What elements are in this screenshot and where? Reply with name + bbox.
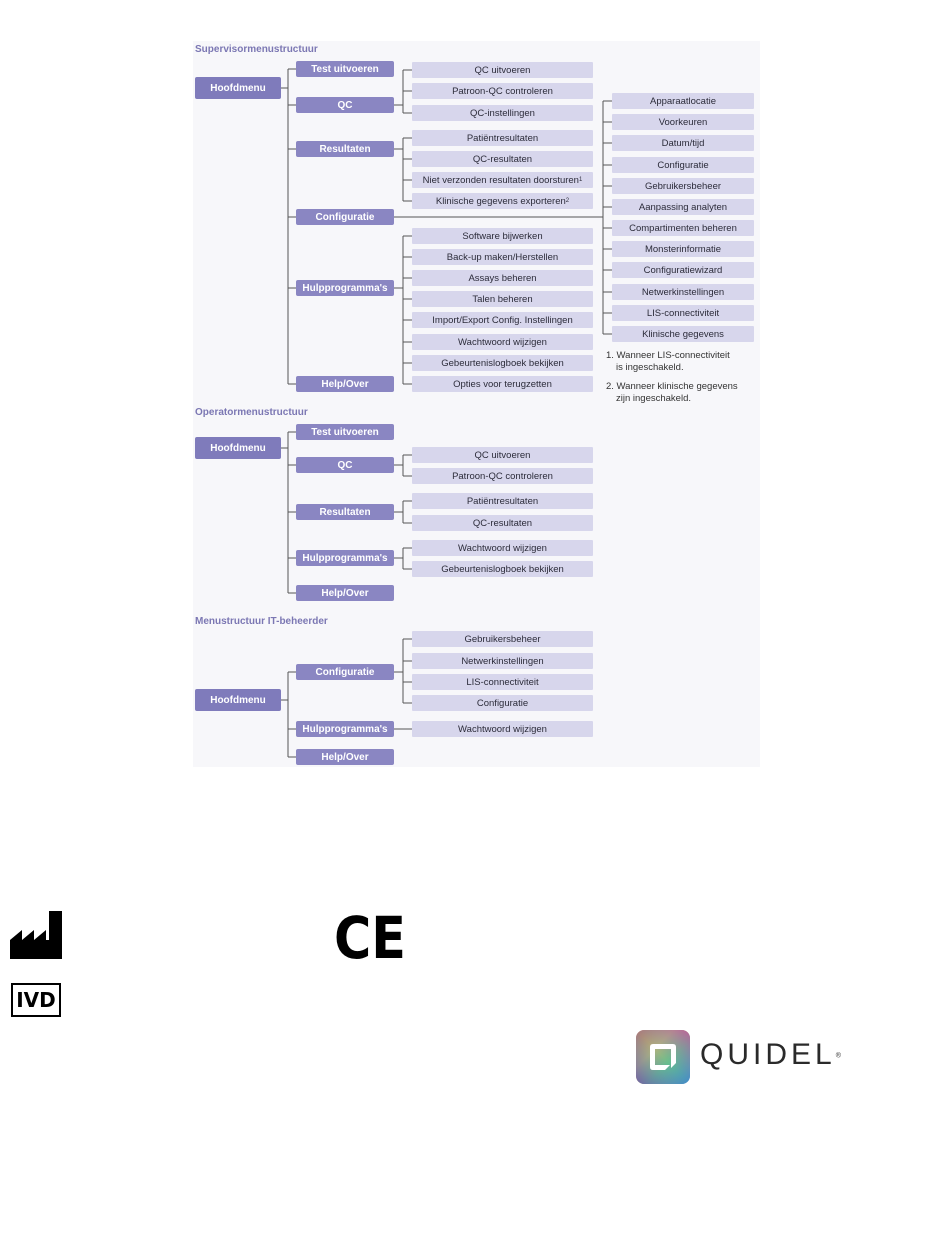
- supervisor-results-item: QC-resultaten: [412, 151, 593, 167]
- supervisor-title: Supervisormenustructuur: [195, 44, 318, 55]
- ivd-symbol: IVD: [11, 983, 61, 1017]
- supervisor-config-item: Klinische gegevens: [612, 326, 754, 342]
- supervisor-config-item: Configuratie: [612, 157, 754, 173]
- supervisor-config-item: LIS-connectiviteit: [612, 305, 754, 321]
- it-admin-title: Menustructuur IT-beheerder: [195, 616, 328, 627]
- operator-qc-item: Patroon-QC controleren: [412, 468, 593, 484]
- operator-branch-results: Resultaten: [296, 504, 394, 520]
- operator-branch-help: Help/Over: [296, 585, 394, 601]
- operator-title: Operatormenustructuur: [195, 407, 308, 418]
- footnote-1: 1. Wanneer LIS-connectiviteit is ingesch…: [606, 350, 730, 373]
- supervisor-qc-item: Patroon-QC controleren: [412, 83, 593, 99]
- it-admin-branch-config: Configuratie: [296, 664, 394, 680]
- operator-utilities-item: Wachtwoord wijzigen: [412, 540, 593, 556]
- supervisor-utilities-item: Gebeurtenislogboek bekijken: [412, 355, 593, 371]
- supervisor-config-item: Apparaatlocatie: [612, 93, 754, 109]
- operator-results-item: Patiëntresultaten: [412, 493, 593, 509]
- operator-utilities-item: Gebeurtenislogboek bekijken: [412, 561, 593, 577]
- ce-mark-icon: CE: [334, 910, 406, 963]
- supervisor-config-item: Datum/tijd: [612, 135, 754, 151]
- supervisor-qc-item: QC uitvoeren: [412, 62, 593, 78]
- supervisor-config-item: Compartimenten beheren: [612, 220, 754, 236]
- it-admin-branch-utilities: Hulpprogramma's: [296, 721, 394, 737]
- operator-root-hoofdmenu: Hoofdmenu: [195, 437, 281, 459]
- operator-qc-item: QC uitvoeren: [412, 447, 593, 463]
- supervisor-branch-help: Help/Over: [296, 376, 394, 392]
- supervisor-config-item: Netwerkinstellingen: [612, 284, 754, 300]
- brand-name: QUIDEL: [700, 1038, 836, 1071]
- it-admin-utilities-item: Wachtwoord wijzigen: [412, 721, 593, 737]
- supervisor-utilities-item: Opties voor terugzetten: [412, 376, 593, 392]
- it-admin-config-item: Netwerkinstellingen: [412, 653, 593, 669]
- it-admin-config-item: Configuratie: [412, 695, 593, 711]
- ivd-label: IVD: [16, 988, 56, 1012]
- supervisor-utilities-item: Software bijwerken: [412, 228, 593, 244]
- it-admin-config-item: LIS-connectiviteit: [412, 674, 593, 690]
- supervisor-config-item: Monsterinformatie: [612, 241, 754, 257]
- supervisor-branch-config: Configuratie: [296, 209, 394, 225]
- ce-mark-text: CE: [334, 910, 406, 963]
- manufacturer-icon: [10, 911, 62, 959]
- it-admin-root-hoofdmenu: Hoofdmenu: [195, 689, 281, 711]
- brand-wordmark: QUIDEL®: [700, 1038, 841, 1072]
- supervisor-utilities-item: Wachtwoord wijzigen: [412, 334, 593, 350]
- operator-branch-qc: QC: [296, 457, 394, 473]
- it-admin-branch-help: Help/Over: [296, 749, 394, 765]
- supervisor-branch-results: Resultaten: [296, 141, 394, 157]
- footnote-2: 2. Wanneer klinische gegevens zijn inges…: [606, 381, 738, 404]
- operator-branch-test: Test uitvoeren: [296, 424, 394, 440]
- footnote-mark-1: 1: [578, 177, 583, 183]
- registered-mark: ®: [835, 1052, 841, 1060]
- supervisor-config-item: Aanpassing analyten: [612, 199, 754, 215]
- supervisor-root-hoofdmenu: Hoofdmenu: [195, 77, 281, 99]
- supervisor-results-item: Patiëntresultaten: [412, 130, 593, 146]
- supervisor-branch-qc: QC: [296, 97, 394, 113]
- supervisor-branch-test: Test uitvoeren: [296, 61, 394, 77]
- supervisor-config-item: Voorkeuren: [612, 114, 754, 130]
- quidel-logo-icon: [636, 1030, 690, 1084]
- supervisor-utilities-item: Back-up maken/Herstellen: [412, 249, 593, 265]
- footnote-mark-2: 2: [565, 198, 570, 204]
- it-admin-config-item: Gebruikersbeheer: [412, 631, 593, 647]
- supervisor-utilities-item: Assays beheren: [412, 270, 593, 286]
- operator-branch-utilities: Hulpprogramma's: [296, 550, 394, 566]
- supervisor-config-item: Gebruikersbeheer: [612, 178, 754, 194]
- operator-results-item: QC-resultaten: [412, 515, 593, 531]
- supervisor-utilities-item: Talen beheren: [412, 291, 593, 307]
- supervisor-branch-utilities: Hulpprogramma's: [296, 280, 394, 296]
- supervisor-qc-item: QC-instellingen: [412, 105, 593, 121]
- supervisor-utilities-item: Import/Export Config. Instellingen: [412, 312, 593, 328]
- supervisor-config-item: Configuratiewizard: [612, 262, 754, 278]
